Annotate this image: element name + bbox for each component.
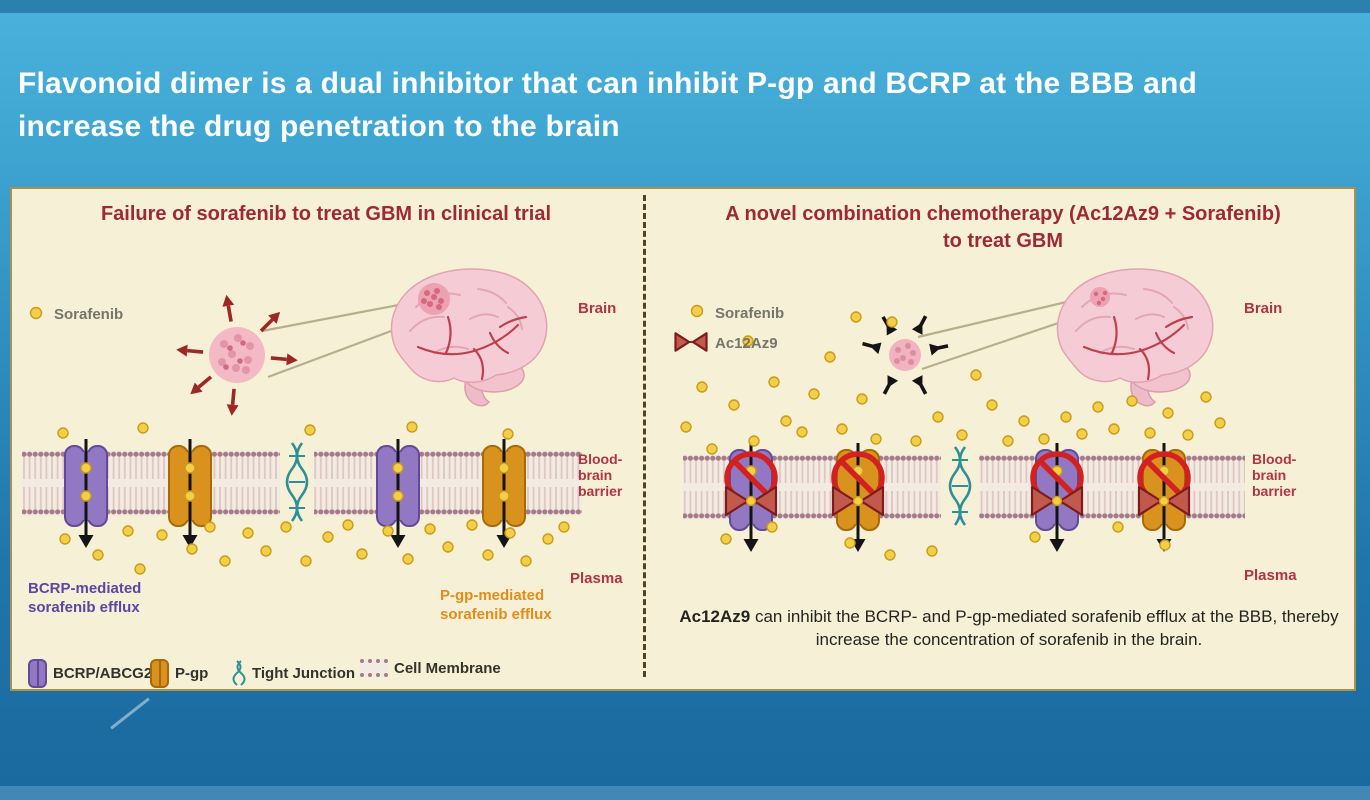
sorafenib-key-left: Sorafenib bbox=[54, 306, 124, 323]
right-panel-title: A novel combination chemotherapy (Ac12Az… bbox=[656, 201, 1350, 255]
brain-tumor-spot-left bbox=[418, 283, 450, 315]
gbm-tumor-shrinking bbox=[862, 315, 949, 395]
plasma-label-right: Plasma bbox=[1244, 567, 1297, 584]
bbb-membrane-right bbox=[683, 443, 1245, 552]
right-panel-title-line2: to treat GBM bbox=[943, 230, 1063, 252]
figure-panel: Failure of sorafenib to treat GBM in cli… bbox=[10, 187, 1356, 691]
caption-rest: can inhibit the BCRP- and P-gp-mediated … bbox=[750, 607, 1339, 649]
brain-label-left: Brain bbox=[578, 300, 617, 317]
legend-label-pgp: P-gp bbox=[175, 665, 209, 682]
bbb-membrane-left bbox=[22, 439, 582, 548]
legend-label-cell-membrane: Cell Membrane bbox=[394, 659, 501, 677]
caption-bold: Ac12Az9 bbox=[679, 607, 751, 626]
sorafenib-dots-right bbox=[680, 304, 1226, 561]
brain-tumor-spot-right bbox=[1090, 287, 1110, 307]
right-panel-title-line1: A novel combination chemotherapy (Ac12Az… bbox=[725, 203, 1281, 225]
bbb-label-right: Blood- brain barrier bbox=[1252, 451, 1297, 499]
pgp-transporter-icon bbox=[150, 659, 169, 688]
left-panel-title: Failure of sorafenib to treat GBM in cli… bbox=[100, 203, 552, 225]
legend-item-pgp: P-gp bbox=[150, 659, 208, 688]
ac12az9-bowtie-icon bbox=[674, 332, 708, 352]
bcrp-transporter-icon bbox=[28, 659, 47, 688]
legend-item-tight-junction: Tight Junction bbox=[232, 659, 355, 687]
legend-item-bcrp: BCRP/ABCG2 bbox=[28, 659, 152, 688]
gbm-tumor-growing bbox=[176, 294, 298, 416]
brain-illustration-right bbox=[1056, 267, 1214, 407]
bbb-label-left: Blood- brain barrier bbox=[578, 451, 623, 499]
right-panel-caption: Ac12Az9 can inhibit the BCRP- and P-gp-m… bbox=[666, 605, 1352, 651]
cell-membrane-icon bbox=[360, 659, 388, 677]
ac12az9-key-right: Ac12Az9 bbox=[715, 335, 778, 352]
slide-title: Flavonoid dimer is a dual inhibitor that… bbox=[18, 62, 1298, 148]
sorafenib-dots-left bbox=[29, 306, 570, 575]
illustration-layer bbox=[22, 267, 1245, 575]
decorative-streak bbox=[110, 697, 150, 730]
top-strip bbox=[0, 0, 1370, 13]
sorafenib-key-right: Sorafenib bbox=[715, 305, 785, 322]
legend-label-bcrp: BCRP/ABCG2 bbox=[53, 665, 153, 682]
slide-title-line2: increase the drug penetration to the bra… bbox=[18, 110, 620, 143]
panel-divider bbox=[643, 195, 646, 677]
legend-item-cell-membrane: Cell Membrane bbox=[360, 659, 501, 677]
brain-label-right: Brain bbox=[1244, 300, 1283, 317]
bcrp-efflux-label: BCRP-mediated sorafenib efflux bbox=[28, 580, 142, 616]
brain-illustration-left bbox=[390, 267, 548, 407]
pgp-efflux-label: P-gp-mediated sorafenib efflux bbox=[440, 587, 552, 623]
plasma-label-left: Plasma bbox=[570, 570, 623, 587]
bottom-strip bbox=[0, 786, 1370, 800]
tight-junction-icon bbox=[232, 660, 246, 686]
slide-title-line1: Flavonoid dimer is a dual inhibitor that… bbox=[18, 67, 1198, 100]
legend-label-tight-junction: Tight Junction bbox=[252, 664, 356, 682]
